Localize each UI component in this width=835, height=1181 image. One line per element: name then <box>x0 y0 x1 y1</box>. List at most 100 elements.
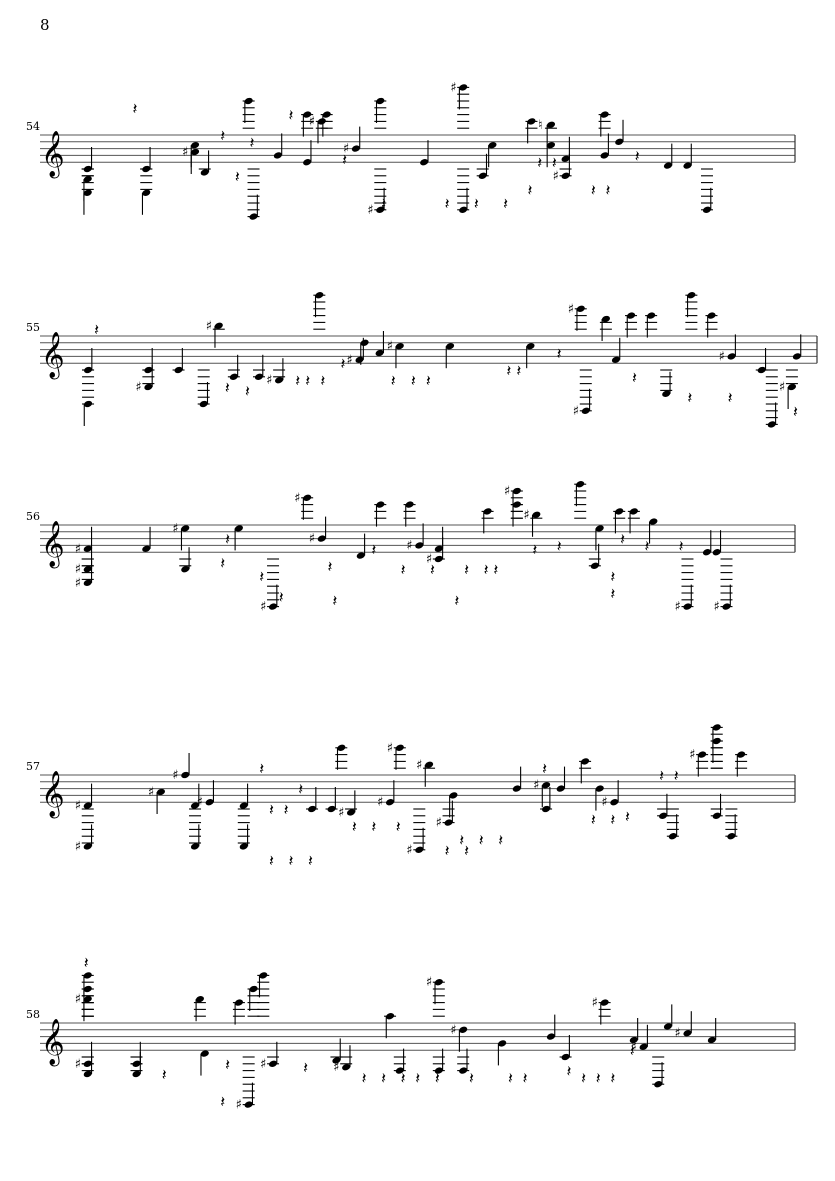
note-head <box>190 802 200 809</box>
note-head <box>214 322 223 329</box>
sharp-icon: ♯ <box>601 795 607 810</box>
quarter-rest-icon: 𝄽 <box>630 1041 635 1060</box>
note-head <box>532 511 541 518</box>
note-head <box>663 1023 673 1030</box>
note-head <box>483 508 492 515</box>
quarter-rest-icon: 𝄽 <box>162 1065 167 1084</box>
note-head <box>512 501 521 508</box>
quarter-rest-icon: 𝄽 <box>295 371 300 390</box>
treble-clef-icon: 𝄞 <box>41 1019 65 1067</box>
quarter-rest-icon: 𝄽 <box>308 851 313 870</box>
quarter-rest-icon: 𝄽 <box>401 1068 406 1087</box>
note-head <box>712 737 721 745</box>
quarter-rest-icon: 𝄽 <box>430 560 435 579</box>
note-head <box>712 549 721 556</box>
measure-number: 57 <box>26 760 40 773</box>
quarter-rest-icon: 𝄽 <box>506 361 511 380</box>
sharp-icon: ♯ <box>406 843 412 858</box>
note-head <box>315 292 324 299</box>
note-head <box>395 343 404 350</box>
note-head <box>360 339 369 346</box>
note-head <box>332 1057 341 1064</box>
note-head <box>542 782 551 789</box>
quarter-rest-icon: 𝄽 <box>284 800 289 819</box>
sharp-icon: ♯ <box>182 145 188 160</box>
quarter-rest-icon: 𝄽 <box>542 759 547 778</box>
note-head <box>647 312 656 319</box>
note-head <box>83 189 92 196</box>
sharp-icon: ♯ <box>236 1098 242 1113</box>
note-head <box>83 972 92 979</box>
note-head <box>792 353 802 360</box>
note-head <box>190 843 200 850</box>
note-head <box>512 785 521 792</box>
quarter-rest-icon: 𝄽 <box>289 851 294 870</box>
note-head <box>659 812 668 819</box>
note-head <box>346 809 356 816</box>
quarter-rest-icon: 𝄽 <box>527 180 532 199</box>
note-head <box>273 152 282 159</box>
note-head <box>727 833 736 840</box>
note-head <box>254 373 264 380</box>
note-head <box>546 1033 556 1040</box>
note-head <box>190 148 200 156</box>
quarter-rest-icon: 𝄽 <box>298 780 303 799</box>
quarter-rest-icon: 𝄽 <box>445 194 450 213</box>
note-head <box>303 111 312 118</box>
note-head <box>375 349 384 357</box>
note-head <box>687 292 696 299</box>
note-head <box>83 579 92 586</box>
sharp-icon: ♯ <box>75 799 81 814</box>
note-head <box>512 487 521 495</box>
note-head <box>698 751 707 758</box>
sharp-icon: ♯ <box>553 169 559 184</box>
quarter-rest-icon: 𝄽 <box>269 851 274 870</box>
note-head <box>615 508 624 515</box>
sharp-icon: ♯ <box>426 975 432 990</box>
quarter-rest-icon: 𝄽 <box>342 150 347 169</box>
sharp-icon: ♯ <box>197 795 203 810</box>
quarter-rest-icon: 𝄽 <box>259 759 264 778</box>
note-head <box>561 172 570 179</box>
quarter-rest-icon: 𝄽 <box>371 817 376 836</box>
quarter-rest-icon: 𝄽 <box>793 402 798 421</box>
note-head <box>663 162 673 169</box>
quarter-rest-icon: 𝄽 <box>596 1068 601 1087</box>
note-head <box>449 792 458 799</box>
note-head <box>181 771 190 779</box>
note-head <box>181 525 190 532</box>
note-head <box>376 97 385 105</box>
sharp-icon: ♯ <box>523 508 529 523</box>
note-head <box>722 603 731 610</box>
quarter-rest-icon: 𝄽 <box>557 344 562 363</box>
quarter-rest-icon: 𝄽 <box>401 560 406 579</box>
quarter-rest-icon: 𝄽 <box>498 831 503 850</box>
sharp-icon: ♯ <box>333 1060 339 1075</box>
note-head <box>307 805 317 813</box>
note-head <box>268 1060 278 1067</box>
quarter-rest-icon: 𝄽 <box>426 371 431 390</box>
sharp-icon: ♯ <box>436 816 442 831</box>
sharp-icon: ♯ <box>260 600 266 615</box>
note-head <box>654 1081 663 1088</box>
note-head <box>581 758 590 765</box>
quarter-rest-icon: 𝄽 <box>484 560 489 579</box>
quarter-rest-icon: 𝄽 <box>445 841 450 860</box>
quarter-rest-icon: 𝄽 <box>474 194 479 213</box>
measure-number: 58 <box>26 1008 40 1021</box>
note-head <box>244 1101 253 1108</box>
quarter-rest-icon: 𝄽 <box>84 953 89 972</box>
quarter-rest-icon: 𝄽 <box>259 567 264 586</box>
quarter-rest-icon: 𝄽 <box>305 371 310 390</box>
quarter-rest-icon: 𝄽 <box>469 1068 474 1087</box>
note-head <box>600 111 609 118</box>
sharp-icon: ♯ <box>387 741 393 756</box>
note-head <box>600 152 609 159</box>
sharp-icon: ♯ <box>573 404 579 419</box>
treble-clef-icon: 𝄞 <box>41 771 65 819</box>
quarter-rest-icon: 𝄽 <box>220 126 225 145</box>
sharp-icon: ♯ <box>135 380 141 395</box>
sharp-icon: ♯ <box>426 552 432 567</box>
note-head <box>434 1067 443 1074</box>
note-head <box>626 312 636 319</box>
